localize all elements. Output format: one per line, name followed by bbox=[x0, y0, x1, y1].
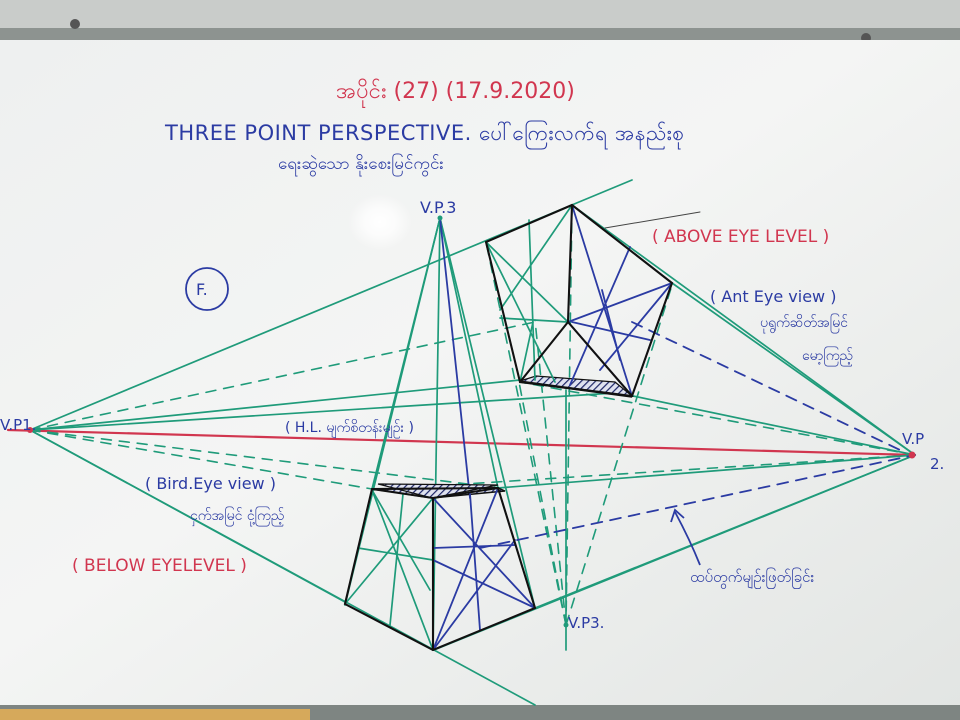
below-eye-level-label: ( BELOW EYELEVEL ) bbox=[72, 556, 247, 576]
board-screw bbox=[70, 19, 80, 29]
figure-label-circle bbox=[185, 267, 229, 311]
bird-eye-view-note: ငှက်အမြင် ငုံ့ကြည့် bbox=[190, 508, 285, 524]
ant-eye-view-note-2: မော့ကြည့် bbox=[802, 348, 853, 364]
blue-dashed-line bbox=[479, 454, 916, 549]
horizon-line-label: ( H.L. မျက်စိတန်းမျဉ်း ) bbox=[285, 420, 415, 436]
ruler bbox=[0, 709, 310, 720]
vp3-center-dashed bbox=[565, 204, 573, 626]
above-eye-level-label: ( ABOVE EYE LEVEL ) bbox=[652, 227, 830, 247]
vp3-bottom-dashed bbox=[485, 241, 673, 626]
vp1-line bbox=[29, 391, 631, 431]
light-glare bbox=[348, 194, 412, 250]
vp3-bottom-label: V.P3. bbox=[568, 614, 605, 632]
vp2-label-number: 2. bbox=[930, 455, 945, 473]
ant-eye-view-label: ( Ant Eye view ) bbox=[710, 287, 837, 306]
vp1-label: V.P1. bbox=[0, 416, 37, 434]
figure-label: F. bbox=[196, 280, 208, 299]
vp2-label: V.P bbox=[902, 430, 925, 448]
ant-eye-view-note-1: ပုရွက်ဆိတ်အမြင် bbox=[760, 315, 848, 331]
vp2-line bbox=[534, 454, 916, 609]
bird-eye-view-box bbox=[343, 483, 537, 652]
page-title: THREE POINT PERSPECTIVE. ပေါ်ကြေးလက်ရ အန… bbox=[165, 121, 685, 145]
vp3-bottom-point bbox=[563, 622, 569, 628]
vp1-point bbox=[27, 427, 33, 433]
vp1-line bbox=[29, 429, 536, 706]
bird-eye-view-label: ( Bird.Eye view ) bbox=[145, 474, 276, 493]
vp2-point bbox=[908, 451, 916, 459]
blue-dashed-line-upper bbox=[631, 321, 901, 451]
bird-eye-box-outline bbox=[343, 486, 537, 652]
lesson-label: အပိုင်း (27) (17.9.2020) bbox=[336, 79, 575, 104]
vp2-line bbox=[632, 395, 916, 456]
vp3-top-blue-line bbox=[439, 217, 471, 499]
vp1-dashed-lines bbox=[29, 321, 536, 490]
vp3-top-point bbox=[437, 215, 443, 221]
ant-eye-view-box bbox=[484, 203, 701, 398]
vp1-line bbox=[29, 379, 521, 431]
vp3-top-label: V.P.3 bbox=[420, 198, 457, 217]
page-subtitle: ရေးဆွဲသော နိုးစေးမြင်ကွင်း bbox=[278, 154, 444, 174]
ant-eye-box-outline bbox=[484, 203, 674, 398]
vp2-line bbox=[671, 282, 916, 456]
note-arrow bbox=[670, 508, 701, 566]
horizon-line bbox=[6, 428, 917, 457]
hidden-line-note: ထပ်တွက်မျဉ်းဖြတ်ခြင်း bbox=[690, 568, 815, 586]
